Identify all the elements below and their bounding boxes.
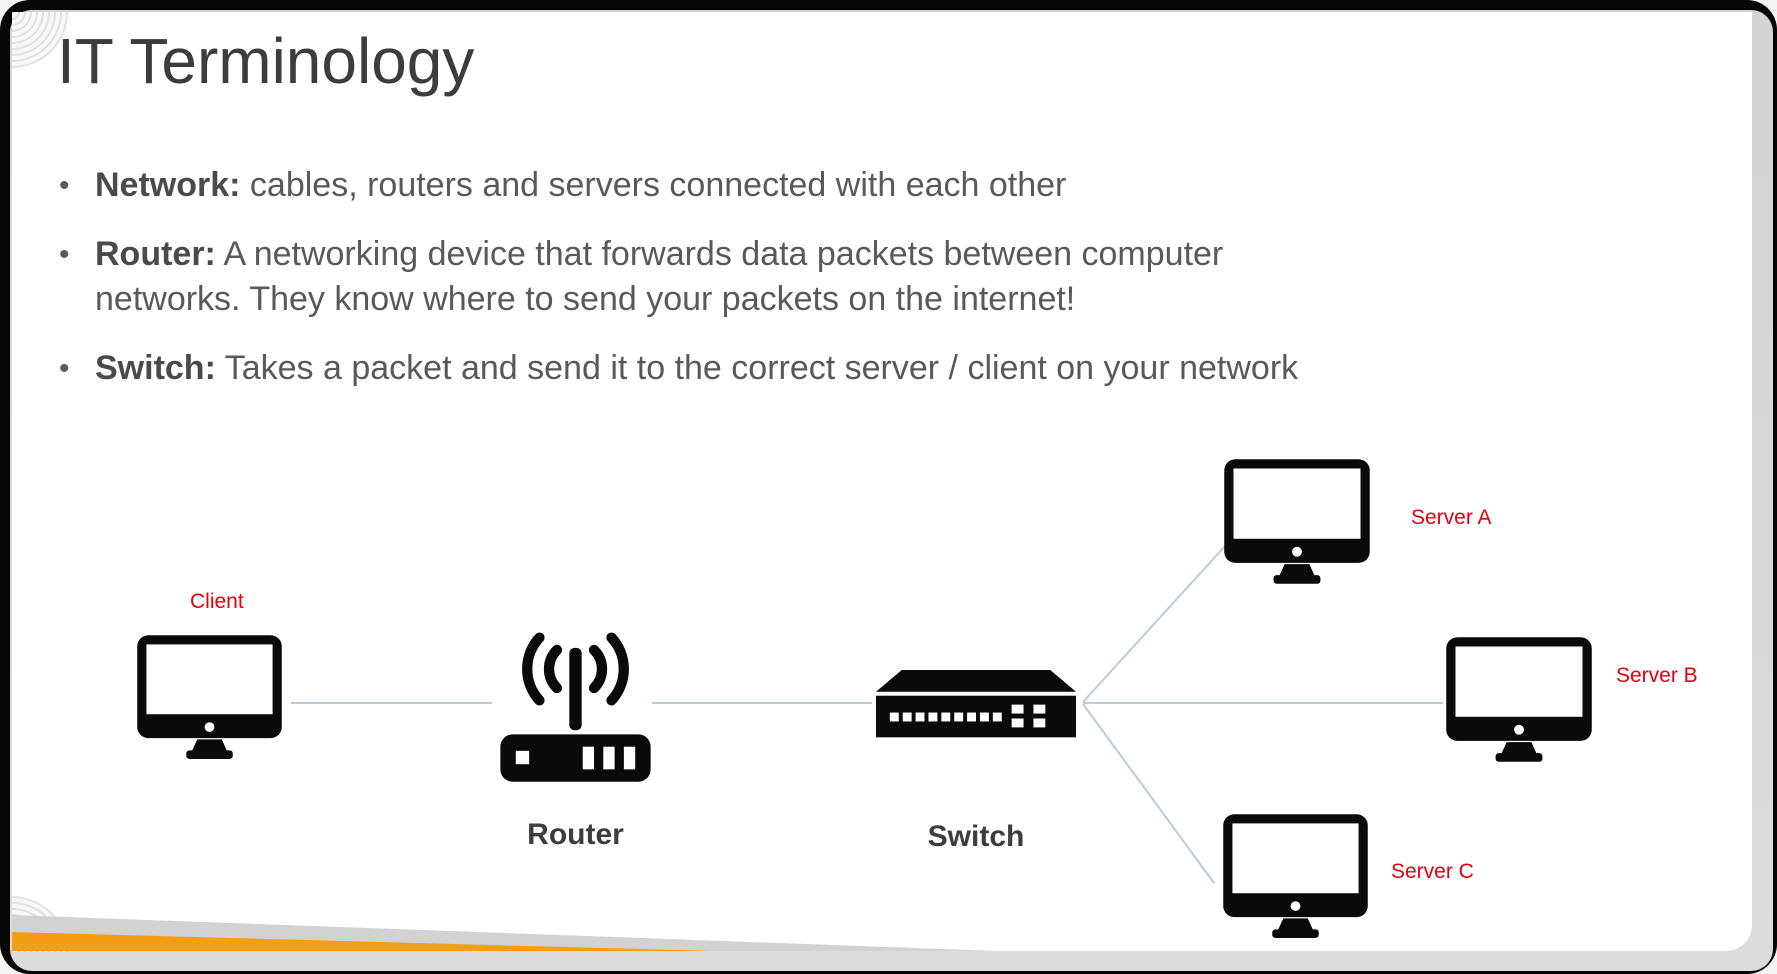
server-c-label: Server C [1391,860,1474,883]
bullet-router: • Router: A networking device that forwar… [57,232,1697,322]
bullet-term: Network: [95,166,241,204]
wireless-router-icon [500,632,651,782]
bullet-dot: • [59,238,70,271]
slide-background [12,12,1752,951]
monitor-icon [137,635,282,759]
page-title: IT Terminology [57,25,475,97]
client-computer-icon [136,634,283,761]
monitor-icon [1224,459,1370,584]
bullet-dot: • [59,352,70,385]
server-b-label: Server B [1616,664,1698,687]
client-label: Client [190,590,244,613]
bullet-desc: Takes a packet and send it to the correc… [215,349,1299,387]
bullet-switch: • Switch: Takes a packet and send it to t… [57,346,1697,391]
switch-label: Switch [927,820,1025,853]
bullet-term: Router: [95,235,216,273]
switch-icon [872,666,1080,741]
bullet-desc: A networking device that forwards data p… [95,235,1224,318]
server-a-label: Server A [1411,506,1492,529]
monitor-icon [1446,637,1592,762]
bullet-network: • Network: cables, routers and servers co… [57,163,1697,208]
bullet-term: Switch: [95,349,216,387]
server-a-icon [1223,458,1371,586]
bullet-list: • Network: cables, routers and servers co… [57,163,1697,415]
router-icon [488,617,663,792]
network-switch-icon [875,669,1077,738]
bullet-dot: • [59,169,70,202]
server-c-icon [1222,813,1369,940]
monitor-icon [1223,814,1368,938]
bullet-desc: cables, routers and servers connected wi… [240,166,1067,204]
router-label: Router [527,818,624,851]
server-b-icon [1445,636,1593,764]
